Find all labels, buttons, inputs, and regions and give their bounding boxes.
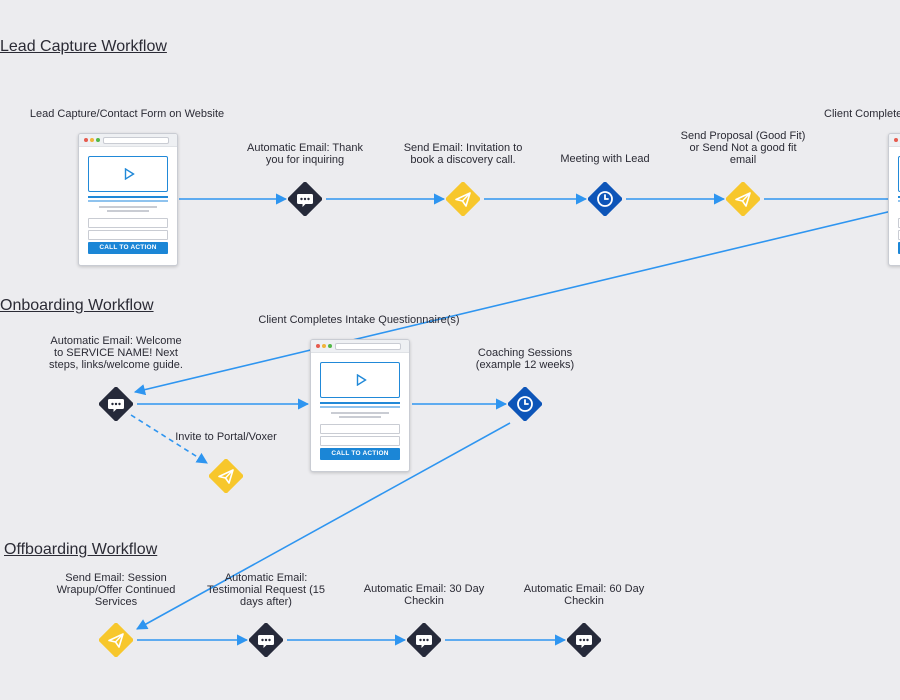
form-field[interactable] <box>320 424 400 434</box>
chat-icon[interactable] <box>249 623 283 657</box>
label-intake: Client Completes Intake Questionnaire(s) <box>258 314 460 326</box>
video-player <box>88 156 168 192</box>
browser-bar <box>889 134 900 147</box>
browser-bar <box>79 134 177 147</box>
label-testimonial: Automatic Email: Testimonial Request (15… <box>206 572 326 608</box>
chat-icon[interactable] <box>99 387 133 421</box>
paper-plane-icon[interactable] <box>726 182 760 216</box>
paper-plane-icon[interactable] <box>209 459 243 493</box>
label-lead-form: Lead Capture/Contact Form on Website <box>29 108 225 120</box>
video-player <box>320 362 400 398</box>
clock-icon[interactable] <box>588 182 622 216</box>
chat-icon[interactable] <box>567 623 601 657</box>
section-title-offboarding: Offboarding Workflow <box>4 541 158 558</box>
form-field[interactable] <box>898 218 900 228</box>
form-field[interactable] <box>898 230 900 240</box>
chat-icon[interactable] <box>288 182 322 216</box>
paper-plane-icon[interactable] <box>446 182 480 216</box>
paper-plane-icon[interactable] <box>99 623 133 657</box>
label-proposal: Send Proposal (Good Fit) or Send Not a g… <box>680 130 806 166</box>
section-title-lead-capture: Lead Capture Workflow <box>0 38 167 55</box>
label-day30: Automatic Email: 30 Day Checkin <box>363 583 485 607</box>
browser-bar <box>311 340 409 353</box>
label-meeting: Meeting with Lead <box>560 153 650 165</box>
video-player <box>898 156 900 192</box>
intake-questionnaire-webpage: CALL TO ACTION <box>310 339 410 472</box>
chat-icon[interactable] <box>407 623 441 657</box>
label-send-invite: Send Email: Invitation to book a discove… <box>403 142 523 166</box>
label-wrapup: Send Email: Session Wrapup/Offer Continu… <box>56 572 176 608</box>
form-field[interactable] <box>320 436 400 446</box>
form-field[interactable] <box>88 218 168 228</box>
label-portal: Invite to Portal/Voxer <box>175 431 277 443</box>
label-coaching: Coaching Sessions (example 12 weeks) <box>475 347 575 371</box>
play-icon <box>124 168 135 180</box>
label-client-complete: Client Complete <box>824 108 900 120</box>
form-field[interactable] <box>88 230 168 240</box>
call-to-action-button[interactable]: CALL TO ACTION <box>88 242 168 254</box>
label-day60: Automatic Email: 60 Day Checkin <box>523 583 645 607</box>
play-icon <box>356 374 367 386</box>
section-title-onboarding: Onboarding Workflow <box>0 297 154 314</box>
label-auto-thank: Automatic Email: Thank you for inquiring <box>247 142 363 166</box>
client-complete-webpage <box>888 133 900 266</box>
clock-icon[interactable] <box>508 387 542 421</box>
call-to-action-button[interactable]: CALL TO ACTION <box>320 448 400 460</box>
call-to-action-button[interactable] <box>898 242 900 254</box>
label-welcome: Automatic Email: Welcome to SERVICE NAME… <box>49 335 183 371</box>
lead-form-webpage: CALL TO ACTION <box>78 133 178 266</box>
